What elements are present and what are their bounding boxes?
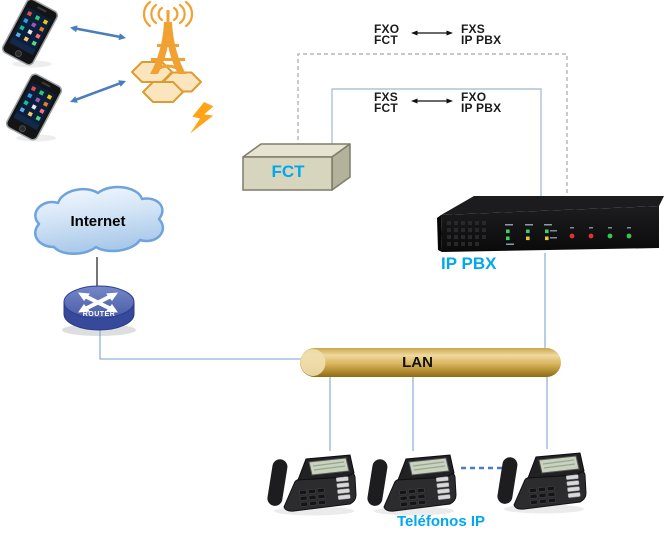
- fct-box-icon: [242, 143, 351, 191]
- ip-pbx-device-icon: [437, 196, 664, 252]
- trunk-bottom-left-label: FXS FCT: [374, 90, 398, 115]
- router-icon: [62, 285, 136, 336]
- trunk-top-right-line1: FXS: [461, 22, 485, 36]
- lan-bus-icon: [300, 348, 561, 377]
- trunk-top-left-line2: FCT: [374, 33, 398, 47]
- ip-phone-icon: [495, 452, 587, 515]
- radio-waves-icon: [142, 0, 194, 28]
- trunk-bottom-left-line1: FXS: [374, 90, 398, 104]
- double-arrow-bottom-icon: [411, 98, 453, 104]
- router-label: ROUTER: [82, 311, 116, 318]
- trunk-top-left-line1: FXO: [374, 22, 400, 36]
- ip-phone-icon: [265, 454, 357, 517]
- status-leds-icon: [505, 224, 632, 245]
- lightning-bolt-icon: [190, 102, 214, 134]
- ip-phone-icon: [365, 454, 457, 517]
- tower-icon: [150, 10, 186, 75]
- router-lan-line: [99, 330, 301, 360]
- trunk-bottom-left-line2: FCT: [374, 101, 398, 115]
- lan-label: LAN: [402, 354, 433, 371]
- router-arrows-icon: [83, 294, 113, 311]
- internet-label: Internet: [70, 213, 126, 230]
- solid-trunk-line: [331, 88, 542, 196]
- smartphone-icon: [4, 71, 64, 143]
- double-arrow-top-icon: [411, 30, 453, 36]
- dashed-trunk-line: [297, 53, 568, 193]
- fct-label: FCT: [271, 162, 305, 181]
- ip-pbx-label: IP PBX: [441, 254, 497, 273]
- trunk-bottom-right-line2: IP PBX: [461, 101, 502, 115]
- trunk-top-right-label: FXS IP PBX: [461, 22, 502, 47]
- trunk-top-right-line2: IP PBX: [461, 33, 502, 47]
- trunk-top-left-label: FXO FCT: [374, 22, 400, 47]
- smartphone-icon: [0, 0, 60, 68]
- router-arrowheads-icon: [78, 292, 118, 313]
- telefonos-ip-label: Teléfonos IP: [396, 513, 486, 530]
- coverage-hexagons-icon: [131, 61, 202, 103]
- vent-grid-icon: [447, 221, 486, 246]
- internet-cloud-icon: [34, 185, 165, 255]
- cell-tower-icon: [131, 0, 202, 103]
- trunk-bottom-right-line1: FXO: [461, 90, 487, 104]
- arrow-mobile1-tower-icon: [70, 25, 126, 41]
- trunk-bottom-right-label: FXO IP PBX: [461, 90, 502, 115]
- arrow-mobile2-tower-icon: [70, 80, 126, 103]
